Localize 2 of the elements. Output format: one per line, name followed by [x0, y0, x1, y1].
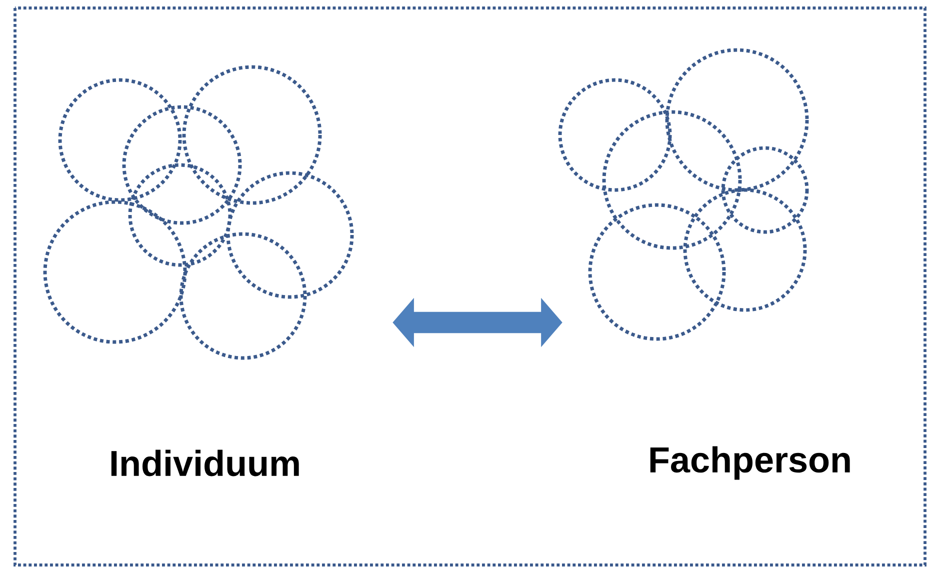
node-label: Individuum	[111, 450, 299, 476]
node-label: Fachperson	[650, 446, 850, 480]
